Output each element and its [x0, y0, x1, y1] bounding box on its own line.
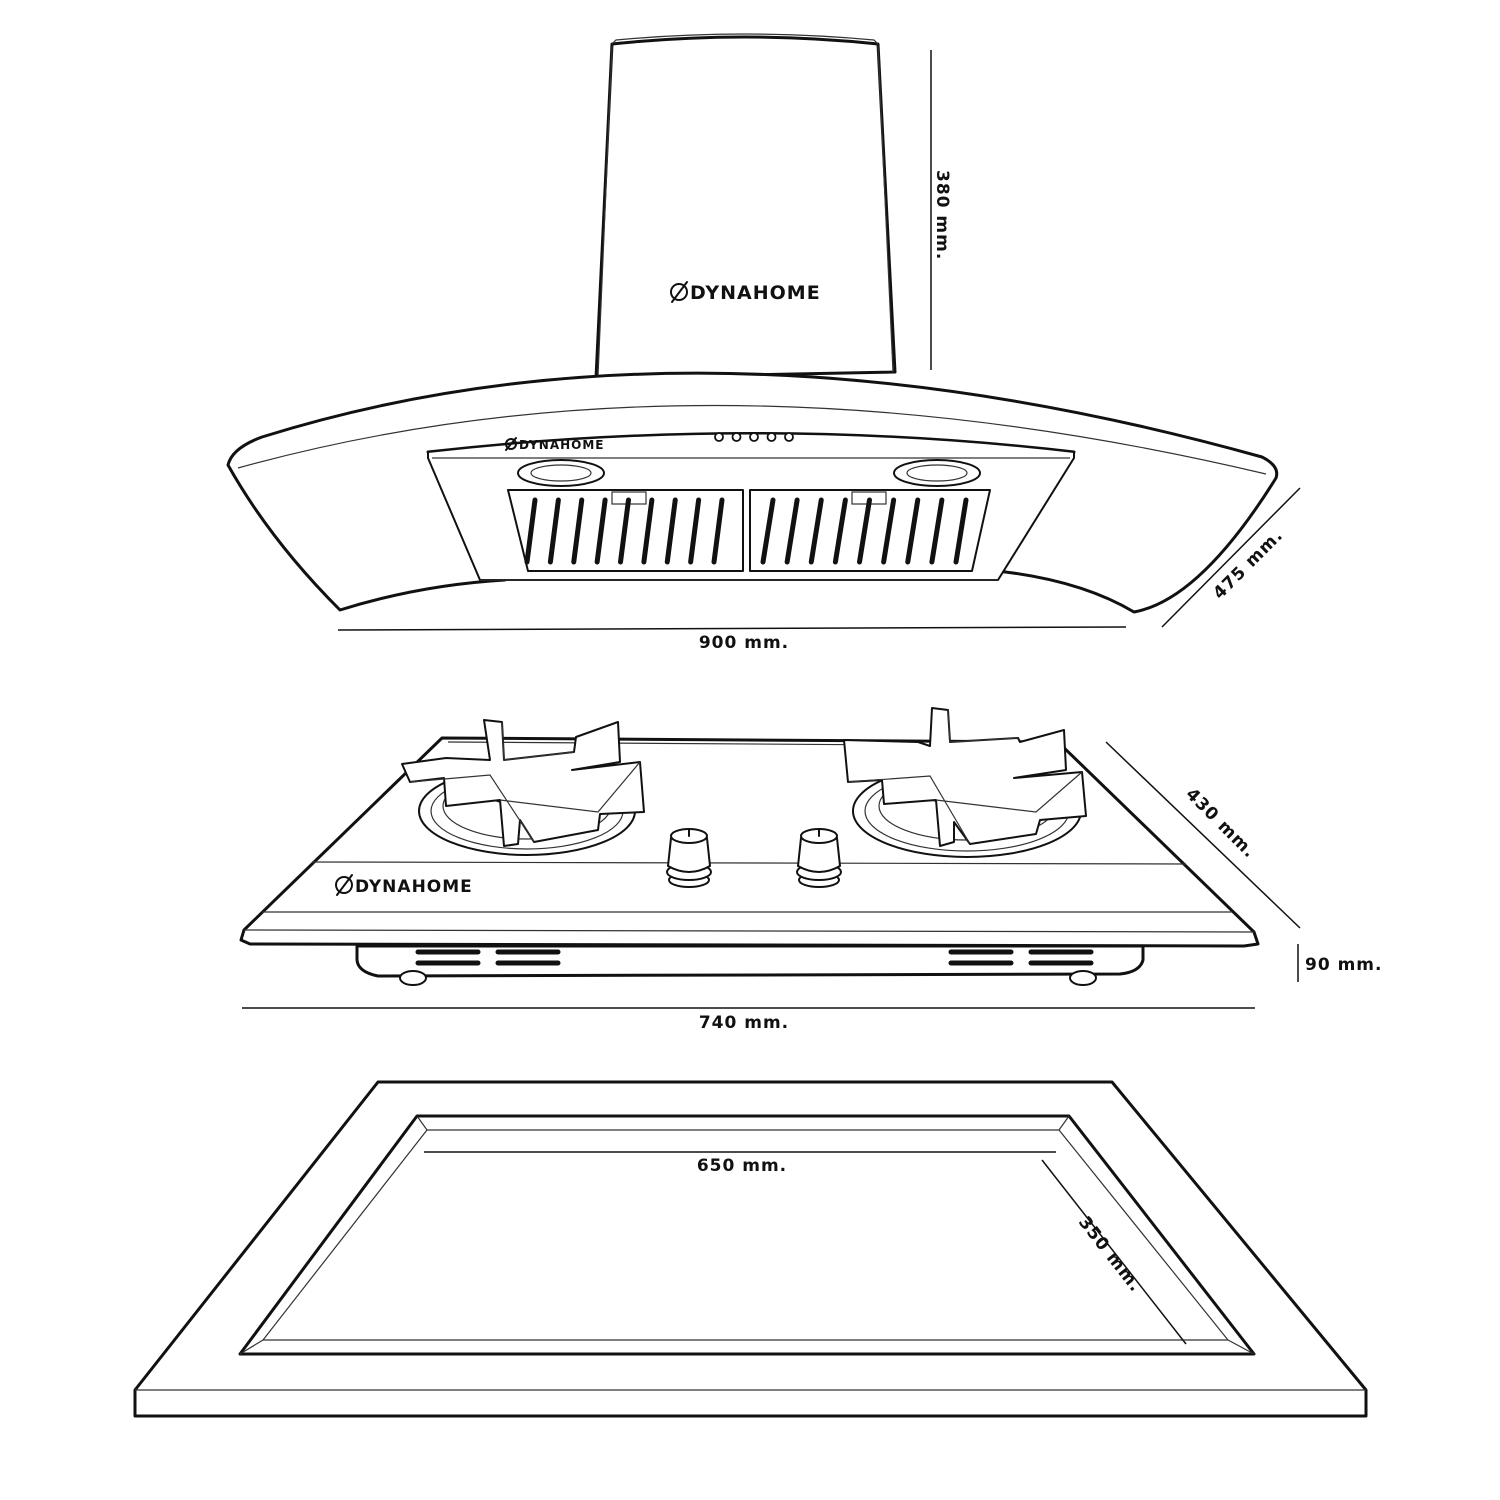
hob-depth-dimension-line — [1105, 741, 1301, 929]
hood-width-dimension-line — [337, 626, 1127, 631]
filter-slat — [618, 497, 631, 565]
hood-control-button — [714, 432, 724, 442]
hob-knob-right — [796, 828, 842, 888]
filter-slat — [664, 497, 678, 565]
filter-slat — [688, 497, 702, 565]
hob-vents-right — [948, 949, 1094, 966]
hob-height-label: 90 mm. — [1305, 955, 1382, 975]
filter-slat — [641, 497, 655, 565]
hood-control-button — [766, 432, 777, 442]
hood-width-label: 900 mm. — [699, 633, 789, 653]
hood-panel-brand: DYNAHOME — [505, 437, 605, 452]
hood-lamp-right — [893, 459, 981, 487]
hood-filter-right — [749, 489, 991, 572]
hood-chimney — [594, 35, 897, 380]
hob-pan-support-right — [843, 707, 1087, 847]
filter-slat — [953, 497, 969, 565]
cutout-frame: 650 mm. 350 mm. — [133, 1080, 1368, 1418]
hood-panel-brand-text: DYNAHOME — [519, 438, 605, 452]
hob-brand: DYNAHOME — [335, 874, 473, 897]
hood-control-buttons — [714, 432, 794, 442]
slashed-circle-logo-icon — [335, 874, 353, 896]
filter-slat — [905, 497, 921, 565]
filter-slat — [784, 497, 800, 565]
hood-lamp-left — [517, 459, 605, 487]
filter-slat — [594, 497, 608, 565]
hob-width-label: 740 mm. — [699, 1013, 789, 1033]
filter-slat — [929, 497, 945, 565]
hob-pan-support-left — [401, 719, 645, 847]
hood-depth-dimension-line — [1161, 487, 1301, 628]
hob-brand-text: DYNAHOME — [355, 877, 473, 897]
filter-slat — [547, 497, 561, 565]
filter-slat — [881, 497, 897, 565]
hood-height-label: 380 mm. — [932, 170, 952, 260]
gas-hob: DYNAHOME 430 mm. 90 mm. 740 mm. — [239, 707, 1382, 1033]
filter-slat — [524, 497, 538, 565]
filter-slat — [808, 497, 824, 565]
cutout-depth-dimension-line — [1041, 1159, 1187, 1345]
slashed-circle-logo-icon — [505, 437, 517, 451]
filter-slat — [571, 497, 585, 565]
filter-slat — [832, 497, 848, 565]
hob-glass-top — [239, 736, 1260, 948]
hood-intake-panel — [427, 432, 1075, 581]
slashed-circle-logo-icon — [670, 281, 688, 303]
hob-burner-right — [843, 707, 1087, 858]
filter-slat — [857, 497, 872, 565]
hood-chimney-brand: DYNAHOME — [670, 281, 821, 304]
hood-filter-left — [507, 489, 744, 572]
hob-burner-left — [401, 719, 645, 856]
filter-slat — [760, 497, 776, 565]
hood-control-button — [731, 432, 742, 442]
hood-chimney-brand-text: DYNAHOME — [690, 282, 821, 304]
hob-knob-left — [666, 828, 712, 888]
hood-control-button — [784, 432, 794, 442]
hood-control-button — [749, 432, 759, 442]
range-hood: DYNAHOME DYNAHOME 380 mm. 475 mm. 900 mm… — [226, 33, 1301, 653]
hob-depth-label: 430 mm. — [1181, 784, 1259, 862]
filter-slat — [711, 497, 725, 565]
cutout-width-label: 650 mm. — [697, 1156, 787, 1176]
hob-vents-left — [415, 949, 561, 966]
